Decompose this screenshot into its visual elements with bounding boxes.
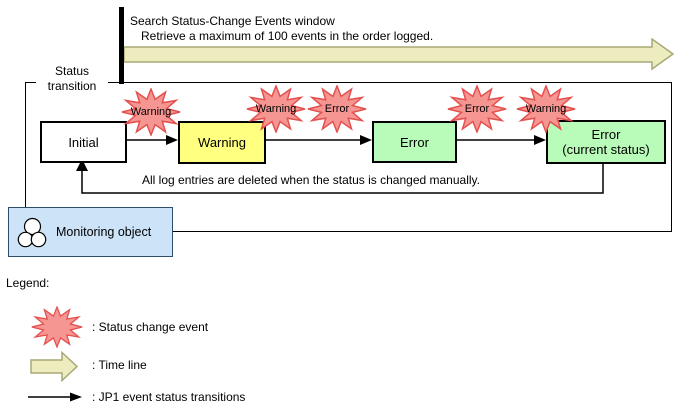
state-label: Initial bbox=[68, 134, 99, 150]
event-label: Warning bbox=[525, 103, 567, 115]
timeline-title: Search Status-Change Events window bbox=[130, 14, 335, 28]
event-label: Error bbox=[324, 103, 350, 115]
legend-item-status-change-event: : Status change event bbox=[92, 320, 209, 334]
timeline-arrow bbox=[124, 38, 674, 71]
state-box-error-current: Error (current status) bbox=[546, 120, 666, 164]
status-transition-label-line1: Status bbox=[54, 64, 90, 78]
log-deletion-note: All log entries are deleted when the sta… bbox=[142, 173, 480, 187]
status-change-event-4: Error bbox=[447, 85, 507, 133]
legend-transition-arrow-icon bbox=[28, 392, 82, 402]
timeline-subtitle: Retrieve a maximum of 100 events in the … bbox=[141, 29, 434, 43]
state-label: Error bbox=[591, 127, 621, 142]
state-sublabel: (current status) bbox=[562, 142, 650, 157]
state-label: Error bbox=[400, 134, 429, 150]
state-label: Warning bbox=[198, 135, 246, 150]
monitoring-object-label: Monitoring object bbox=[56, 225, 152, 239]
legend-title: Legend: bbox=[6, 276, 50, 290]
legend-item-jp1-event-status-transitions: : JP1 event status transitions bbox=[92, 390, 246, 404]
status-change-event-2: Warning bbox=[246, 85, 306, 133]
status-transition-label-line2: transition bbox=[47, 79, 97, 93]
event-label: Warning bbox=[130, 106, 172, 118]
status-change-event-5: Warning bbox=[516, 85, 576, 133]
monitoring-object-icon bbox=[17, 217, 47, 248]
monitoring-object-box: Monitoring object bbox=[8, 207, 173, 257]
event-label: Warning bbox=[255, 103, 297, 115]
legend-timeline-icon bbox=[30, 351, 78, 382]
timeline-start-bar bbox=[119, 7, 124, 84]
status-transition-container bbox=[25, 82, 672, 232]
status-change-event-3: Error bbox=[307, 85, 367, 133]
event-label: Error bbox=[464, 103, 490, 115]
state-box-warning: Warning bbox=[178, 121, 266, 164]
status-transition-label: Status transition bbox=[36, 64, 108, 94]
state-box-error: Error bbox=[372, 121, 457, 163]
status-change-event-1: Warning bbox=[121, 88, 181, 136]
state-box-initial: Initial bbox=[40, 121, 127, 163]
legend-item-time-line: : Time line bbox=[92, 358, 147, 372]
